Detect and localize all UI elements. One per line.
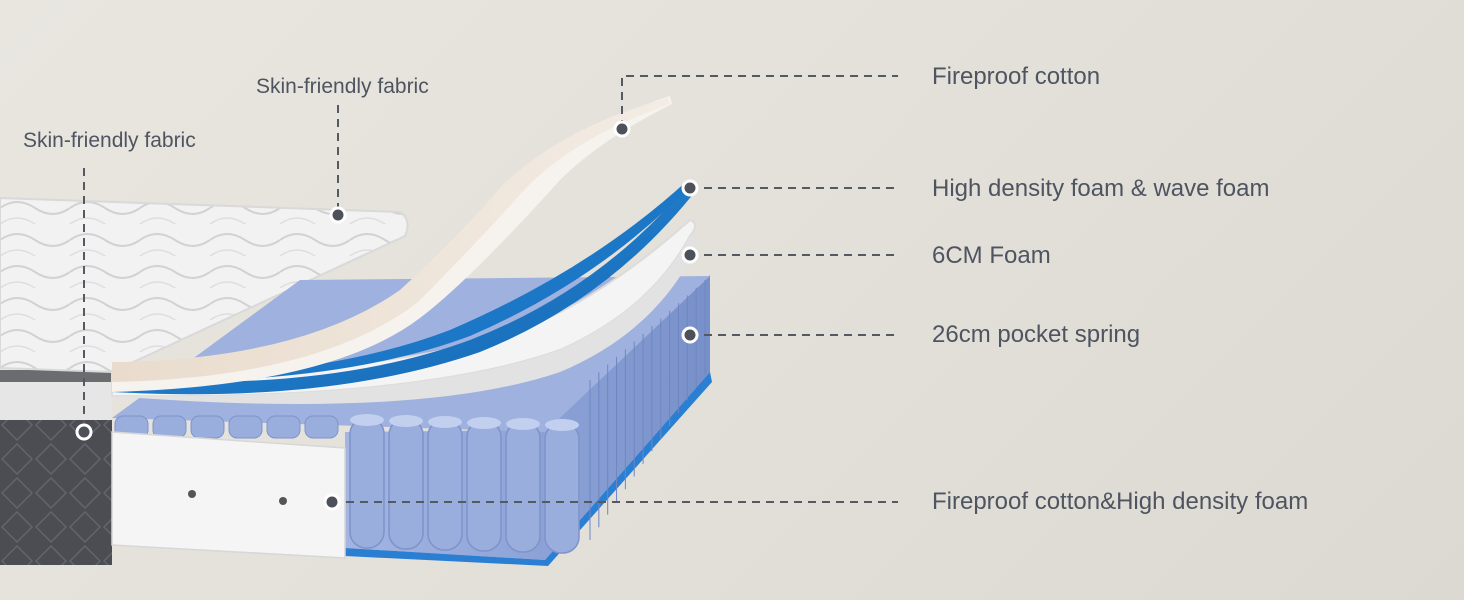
dot-6cm-foam [681,246,699,264]
label-fireproof-cotton: Fireproof cotton [932,63,1101,90]
spring-column [304,415,339,439]
spring-column-top [506,418,540,430]
spring-column-top [350,414,384,426]
spring-column [228,415,263,439]
label-skin-fabric-top: Skin-friendly fabric [256,75,429,98]
spring-column [466,420,502,552]
dot-skin-fabric-left [75,423,93,441]
leader-lines [83,75,898,503]
spring-column-top [467,417,501,429]
layer-6cm-foam [111,218,696,398]
spring-column [266,415,301,439]
side-panel [111,431,346,559]
callout-dots [75,120,699,511]
label-skin-fabric-left: Skin-friendly fabric [23,129,196,152]
dot-skin-fabric-top [329,206,347,224]
label-high-density-foam: High density foam & wave foam [932,175,1270,202]
spring-column [190,415,225,439]
label-pocket-spring: 26cm pocket spring [932,321,1141,348]
dot-high-density-foam [681,179,699,197]
spring-column-top [545,419,579,431]
spring-column [544,422,580,554]
spring-column [427,419,463,551]
layer-blue-foam [112,182,698,395]
mattress-body [0,196,409,565]
label-fireproof-high-density: Fireproof cotton&High density foam [932,488,1309,515]
spring-column [388,418,424,550]
label-6cm-foam: 6CM Foam [932,242,1051,269]
spring-column [349,417,385,549]
dot-fireproof-cotton [613,120,631,138]
spring-column-top [428,416,462,428]
dot-side-panel [323,493,341,511]
spring-column-top [389,415,423,427]
spring-column [505,421,541,553]
dot-pocket-spring [681,326,699,344]
